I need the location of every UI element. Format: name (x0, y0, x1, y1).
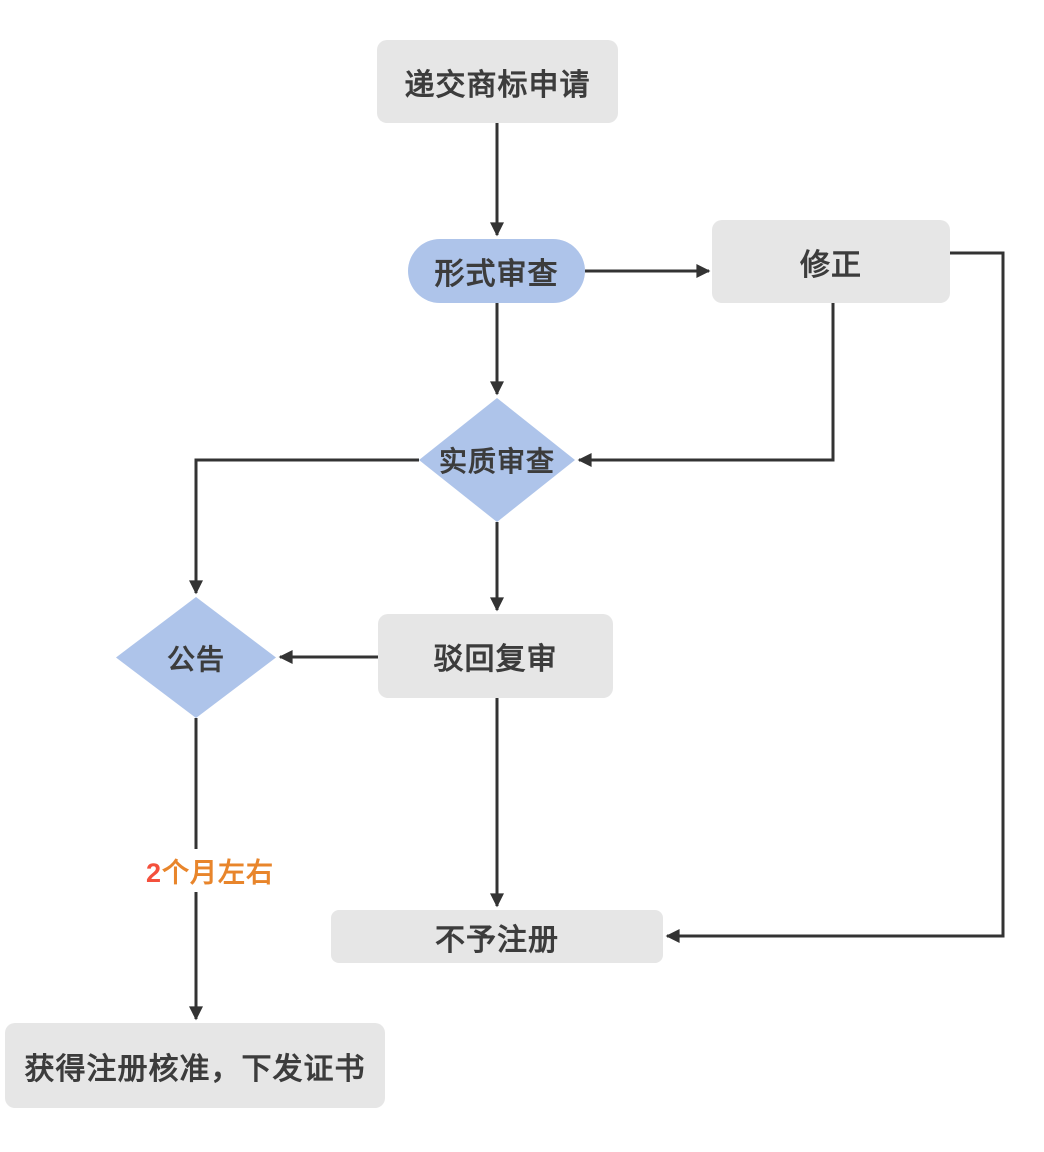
node-submit-application: 递交商标申请 (377, 40, 618, 123)
node-announcement-label: 公告 (166, 643, 225, 675)
node-correction-label: 修正 (800, 248, 862, 282)
node-rejection-review-label: 驳回复审 (433, 643, 558, 676)
node-correction: 修正 (712, 220, 950, 303)
duration-annotation: 2个月左右 (143, 849, 278, 892)
node-certificate-granted: 获得注册核准，下发证书 (5, 1023, 385, 1108)
edge-correction-to-substantive (577, 303, 835, 467)
node-substantive-examination-label: 实质审查 (438, 446, 555, 477)
duration-annotation-number: 2 (146, 858, 163, 888)
edge-correction-to-refuse (665, 251, 1005, 943)
node-formal-examination: 形式审查 (408, 239, 585, 303)
node-registration-refused-label: 不予注册 (435, 923, 559, 957)
duration-annotation-text: 个月左右 (162, 858, 275, 888)
node-certificate-granted-label: 获得注册核准，下发证书 (24, 1052, 366, 1086)
node-registration-refused: 不予注册 (331, 910, 663, 963)
edge-substantive-to-announce (189, 458, 419, 595)
node-formal-examination-label: 形式审查 (434, 258, 559, 291)
node-rejection-review: 驳回复审 (378, 614, 613, 698)
node-submit-application-label: 递交商标申请 (404, 68, 591, 102)
